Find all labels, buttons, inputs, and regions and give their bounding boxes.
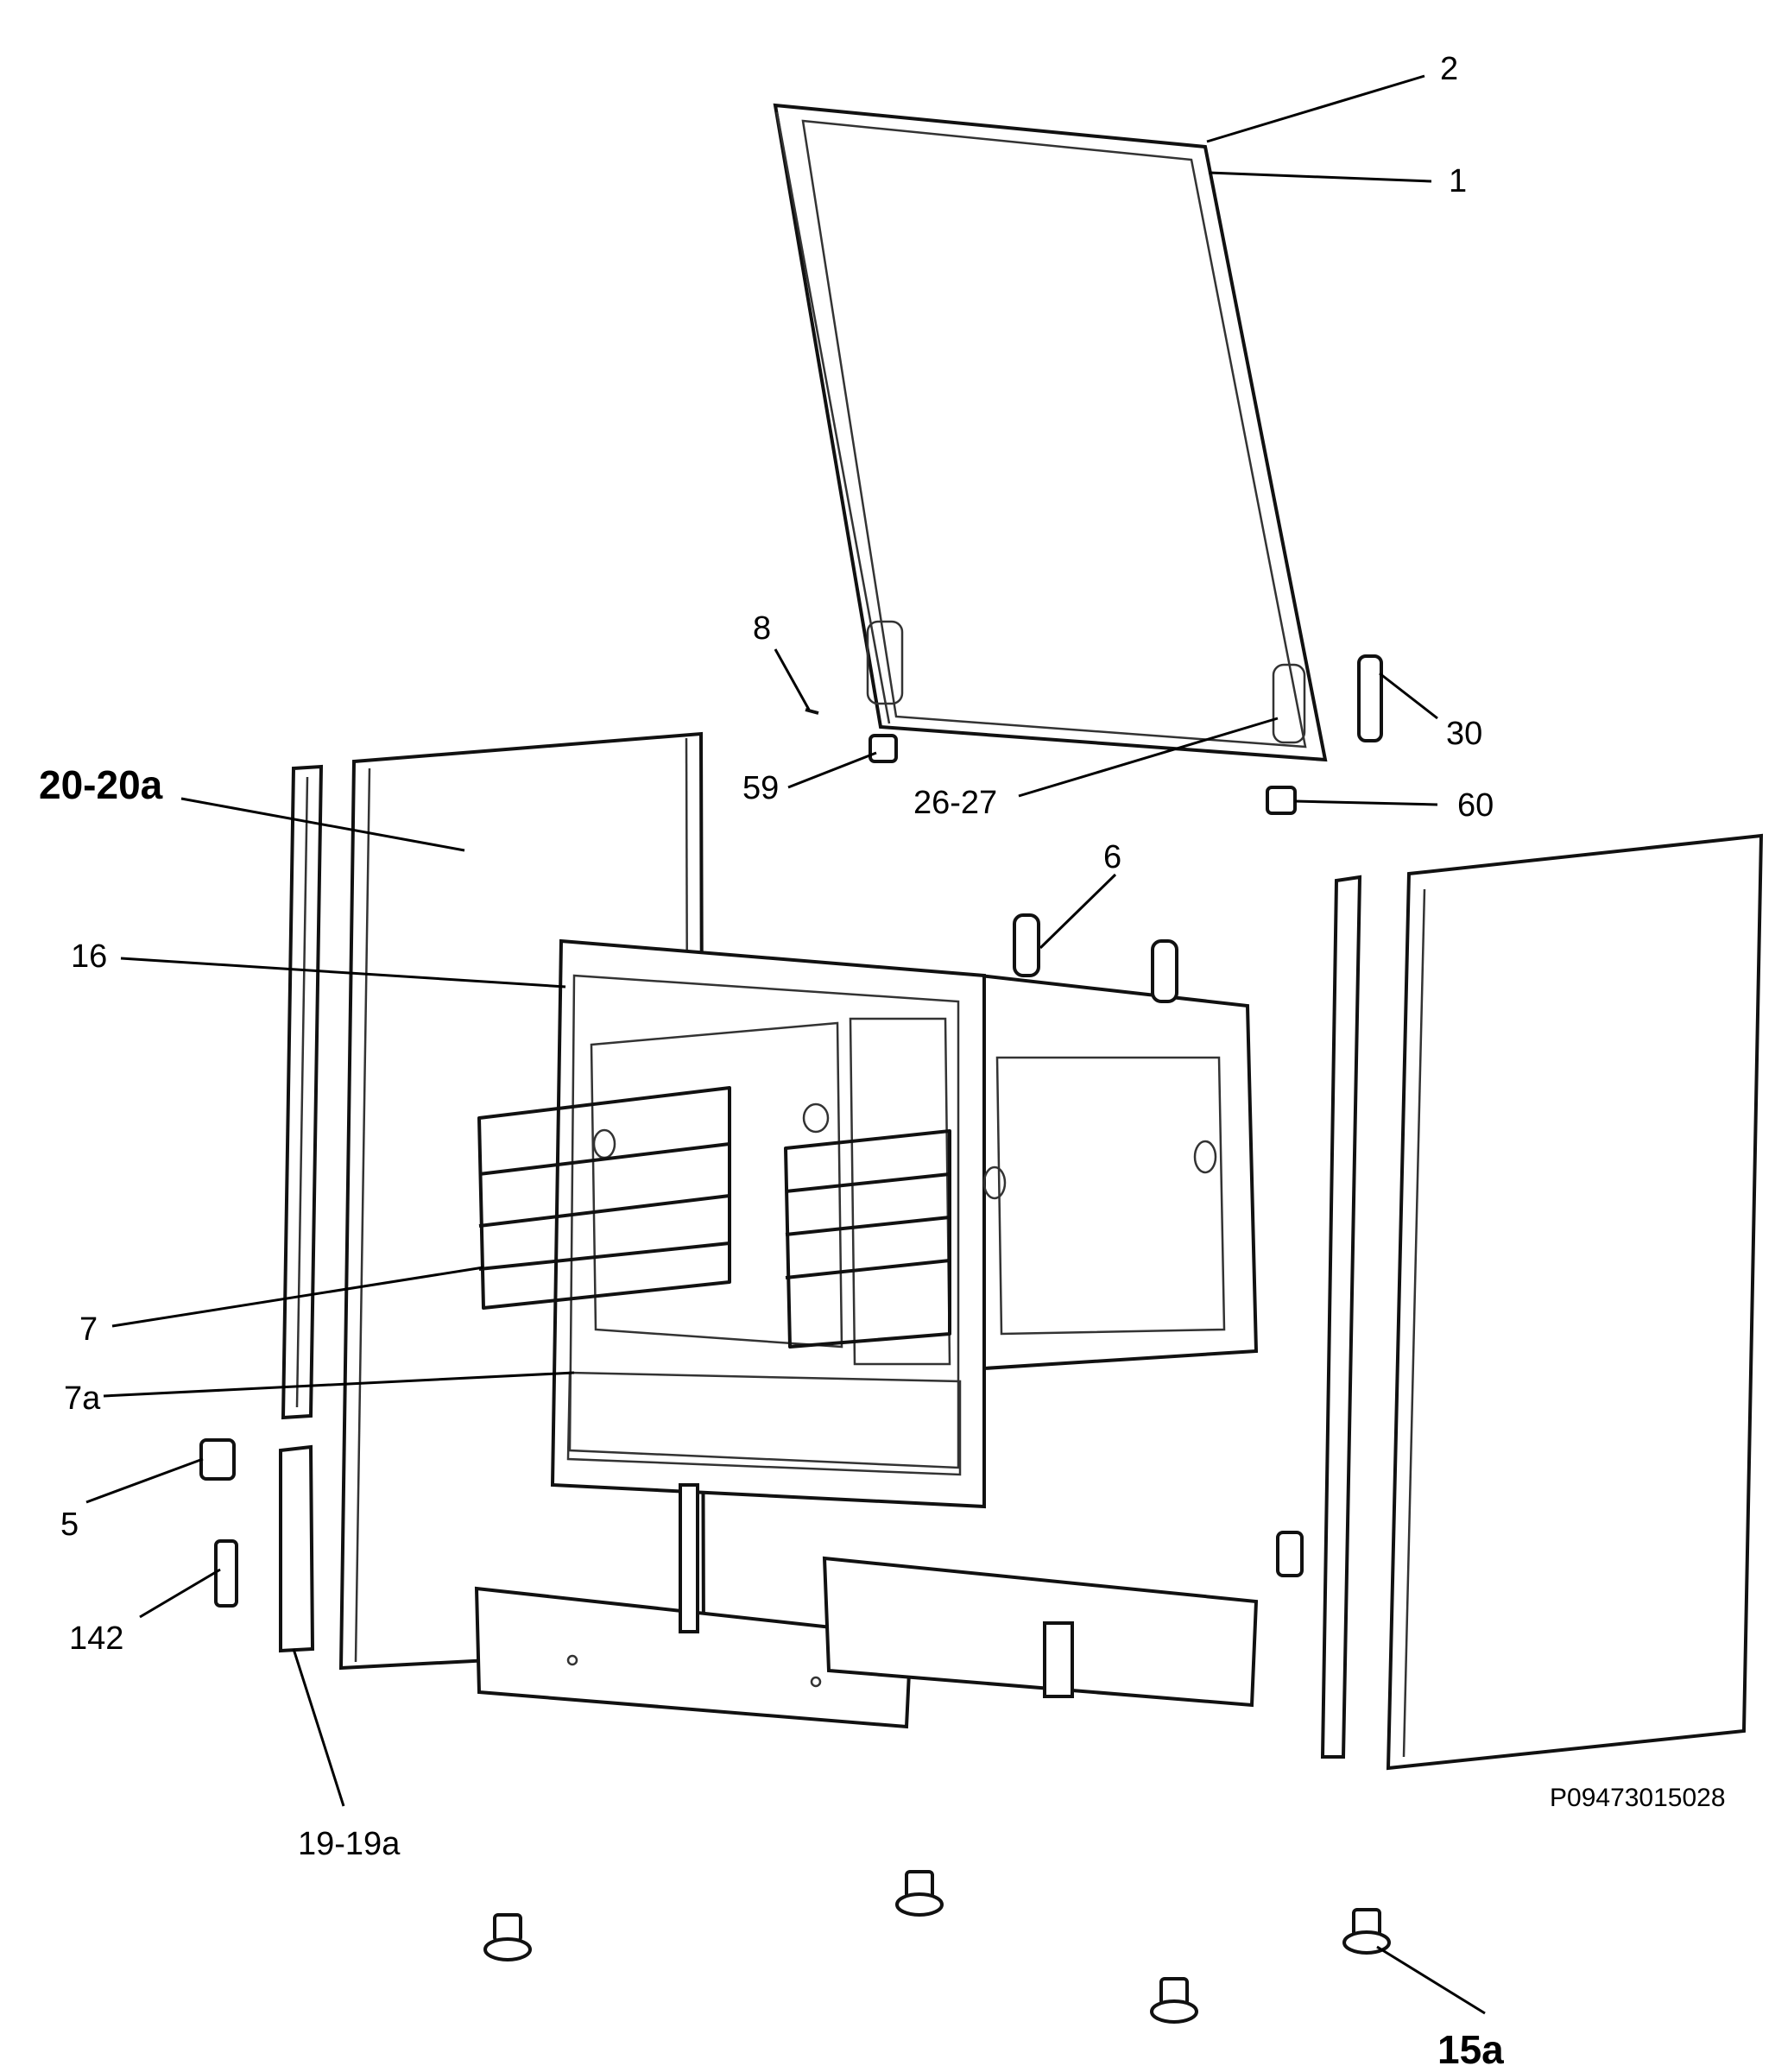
part-labels: 2 1 8 30 20-20a 59 26-27 60 6 16 7 7a 5 … xyxy=(39,51,1726,2072)
plinth-panels xyxy=(474,1483,1259,1729)
label-142: 142 xyxy=(69,1620,123,1657)
leader-lines xyxy=(85,74,1486,2015)
oven-cavity xyxy=(550,938,1259,1509)
label-19-19a: 19-19a xyxy=(298,1826,401,1862)
top-hooks xyxy=(1013,913,1178,1003)
label-59: 59 xyxy=(742,770,779,806)
label-16: 16 xyxy=(71,938,107,975)
foot-3 xyxy=(1150,1977,1198,2024)
label-30: 30 xyxy=(1446,716,1482,752)
left-frame-rail xyxy=(279,764,324,1653)
adjustable-feet xyxy=(483,1870,1391,2024)
right-side-parts xyxy=(1320,833,1764,1771)
label-15a: 15a xyxy=(1437,2027,1504,2072)
label-7a: 7a xyxy=(64,1380,101,1417)
top-lid-frame xyxy=(773,103,1328,762)
label-2: 2 xyxy=(1440,51,1458,87)
hinge-parts xyxy=(805,654,1383,815)
label-20-20a: 20-20a xyxy=(39,762,163,807)
label-26-27: 26-27 xyxy=(913,785,997,821)
rack-runners xyxy=(477,1086,951,1349)
foot-2 xyxy=(895,1870,944,1917)
label-6: 6 xyxy=(1103,839,1121,875)
label-60: 60 xyxy=(1457,787,1494,824)
foot-1 xyxy=(483,1913,532,1961)
foot-4 xyxy=(1342,1908,1391,1955)
label-1: 1 xyxy=(1449,163,1467,199)
drawing-code: P09473015028 xyxy=(1550,1784,1726,1812)
label-7: 7 xyxy=(79,1311,98,1348)
label-8: 8 xyxy=(753,610,771,647)
label-5: 5 xyxy=(60,1507,79,1543)
